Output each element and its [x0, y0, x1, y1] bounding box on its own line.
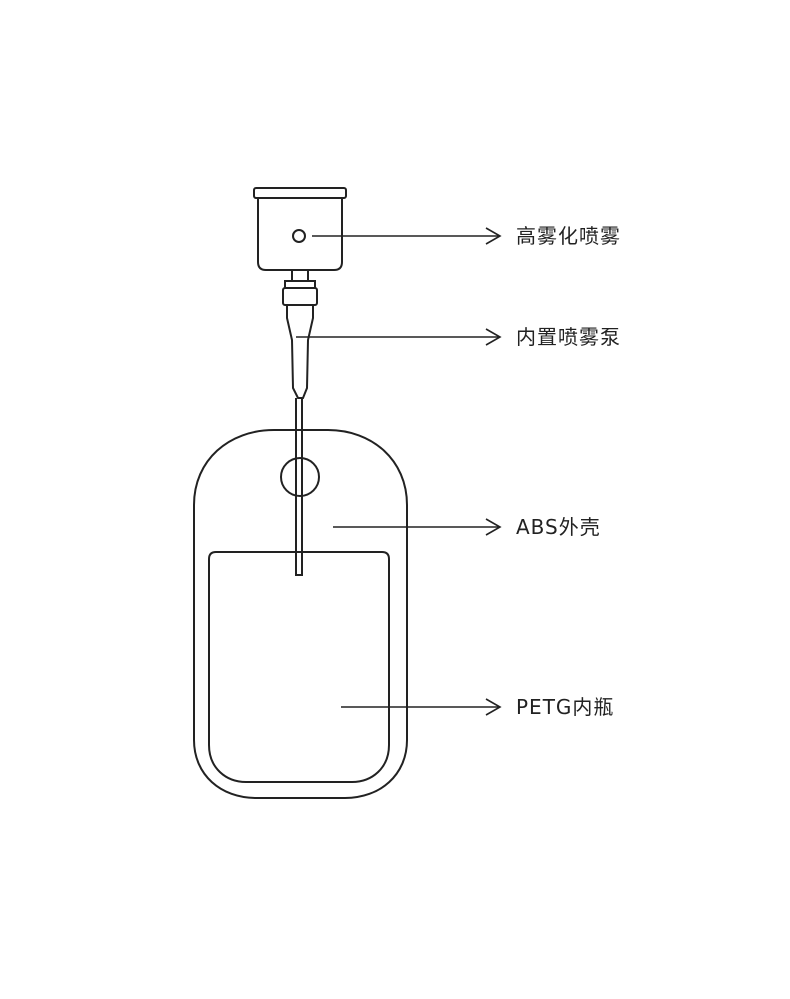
arrow-inner-bottle — [341, 698, 502, 716]
dip-tube — [295, 398, 303, 576]
outer-shell — [193, 429, 408, 799]
arrow-nozzle — [312, 227, 502, 245]
label-pump: 内置喷雾泵 — [516, 325, 621, 349]
hang-hole — [280, 457, 320, 497]
spray-cap — [253, 187, 347, 271]
arrow-shell — [333, 518, 502, 536]
pump-assembly — [282, 269, 318, 399]
inner-bottle — [208, 551, 390, 783]
label-nozzle: 高雾化喷雾 — [516, 224, 621, 248]
label-shell: ABS外壳 — [516, 515, 601, 539]
arrow-pump — [296, 328, 502, 346]
nozzle-hole — [292, 229, 306, 243]
label-inner-bottle: PETG内瓶 — [516, 695, 615, 719]
